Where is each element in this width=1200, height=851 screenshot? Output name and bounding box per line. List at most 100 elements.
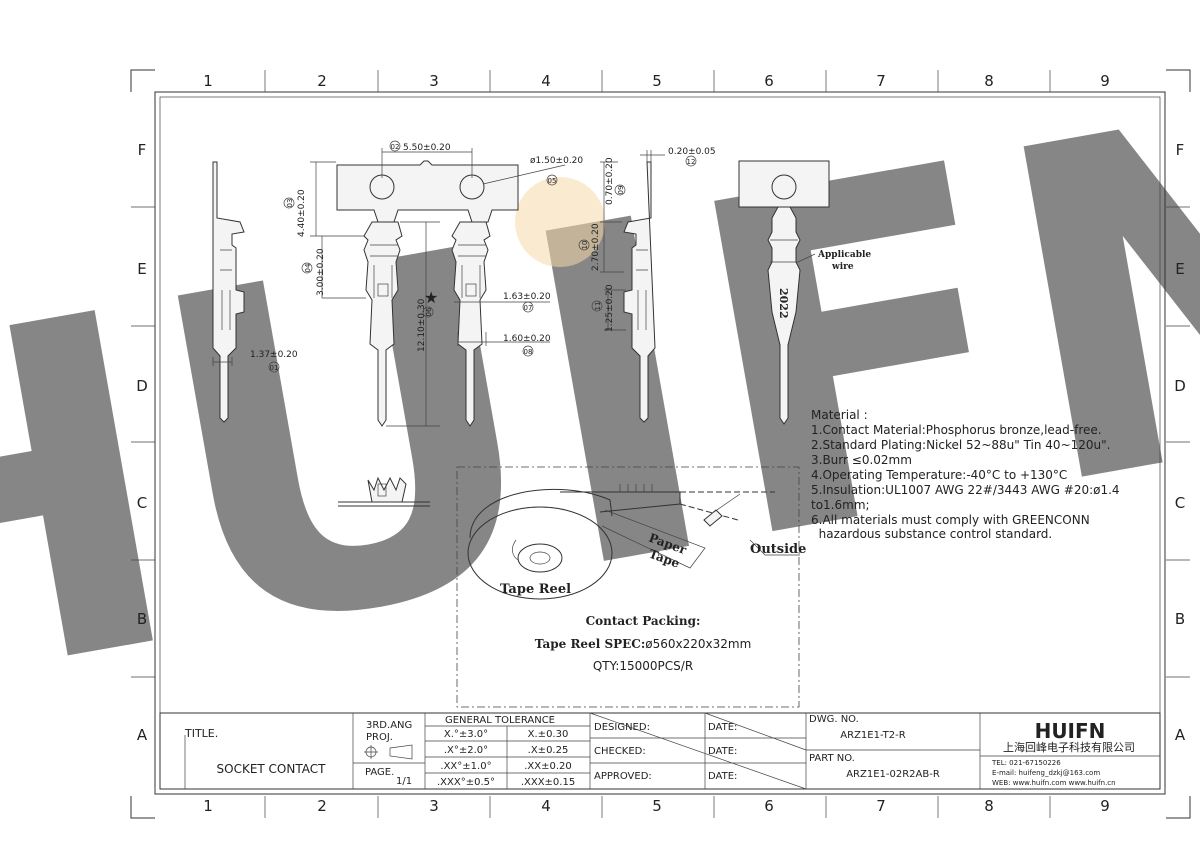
row-label: E [137,260,146,278]
col-label: 5 [652,72,662,90]
packing-title: Contact Packing: [586,614,701,628]
dim-text: 1.25±0.20 [605,284,615,332]
wire-label: wire [831,262,854,272]
col-label: 5 [652,797,662,815]
row-label: E [1175,260,1184,278]
col-label: 3 [429,72,439,90]
col-label: 3 [429,797,439,815]
packing-box: Tape Reel Paper Tape Outside Contact Pac… [456,466,806,708]
col-label: 7 [876,797,886,815]
balloon: 01 [270,364,279,372]
row-label: B [1175,610,1185,628]
balloon: 08 [524,348,533,356]
page-label: PAGE. [365,767,394,778]
balloon: 07 [524,304,533,312]
dim-text: 1.60±0.20 [503,334,551,344]
col-label: 6 [764,797,774,815]
spec-value: ø560x220x32mm [645,637,751,651]
packing-spec: Tape Reel SPEC:ø560x220x32mm [535,637,752,651]
dimension-4-40: 4.40±0.20 03 [283,161,364,237]
tol-cell: .XXX°±0.5° [437,777,495,788]
watermark-dot [515,177,605,267]
company-tel: TEL: 021-67150226 [991,759,1061,767]
tol-cell: .XXX±0.15 [521,777,575,788]
top-view-small [338,476,430,507]
frame-corners [130,69,1191,819]
page-value: 1/1 [396,776,412,787]
date-label: DATE: [708,746,737,757]
row-label: D [1174,377,1186,395]
dim-text: 2.70±0.20 [591,223,601,271]
material-line: 5.Insulation:UL1007 AWG 22#/3443 AWG #20… [811,483,1120,497]
tol-cell: .XX°±1.0° [440,761,491,772]
tol-cell: X.±0.30 [528,729,569,740]
row-label: F [138,141,147,159]
material-line: 6.All materials must comply with GREENCO… [811,513,1090,527]
dim-text: 1.37±0.20 [250,350,298,360]
side-view-right [623,161,656,423]
col-label: 2 [317,72,327,90]
col-label: 1 [203,72,213,90]
projection-symbol [364,744,413,760]
row-label: C [137,494,147,512]
balloon: 04 [304,263,312,272]
dimension-1-50-hole: ø1.50±0.20 05 [482,156,583,186]
dimension-5-50: 02 5.50±0.20 [381,140,473,178]
row-label: A [137,726,148,744]
company-email: E-mail: huifeng_dzkj@163.com [992,769,1100,777]
part-no-value: ARZ1E1-02R2AB-R [846,769,940,780]
balloon: 10 [581,241,589,250]
material-line: hazardous substance control standard. [811,527,1052,541]
material-heading: Material : [811,408,868,422]
balloon: 03 [286,199,294,208]
row-labels-right: F E D C B A [1174,141,1186,744]
dimension-12-10: 12.10±0.30 06 ★ [386,221,440,427]
dim-text: ø1.50±0.20 [530,156,583,166]
company-logo: HUIFN [1035,719,1106,743]
dimension-1-63: 1.63±0.20 07 [454,292,551,313]
material-line: 1.Contact Material:Phosphorus bronze,lea… [811,423,1102,437]
designed-label: DESIGNED: [594,722,650,733]
balloon: 12 [687,158,696,166]
applicable-label: Applicable [817,250,871,260]
dimension-2-70: 2.70±0.20 10 [578,222,624,273]
col-label: 8 [984,797,994,815]
column-labels-top: 1 2 3 4 5 6 7 8 9 [203,72,1110,90]
balloon: 02 [391,143,400,151]
tol-cell: .XX±0.20 [524,761,572,772]
material-line: 3.Burr ≤0.02mm [811,453,912,467]
row-label: D [136,377,148,395]
grid-ticks [131,70,1190,818]
material-line: 4.Operating Temperature:-40°C to +130°C [811,468,1067,482]
checked-label: CHECKED: [594,746,646,757]
col-label: 9 [1100,72,1110,90]
watermark-text: HUIFN [0,0,1200,807]
col-label: 4 [541,797,551,815]
balloon: 09 [617,186,625,195]
dimension-1-25: 1.25±0.20 11 [591,284,626,332]
material-line: to1.6mm; [811,498,870,512]
row-label: B [137,610,147,628]
dim-text: 4.40±0.20 [297,189,307,237]
part-no-label: PART NO. [809,753,855,764]
material-notes: Material : 1.Contact Material:Phosphorus… [811,408,1120,541]
dimension-1-60: 1.60±0.20 08 [457,332,551,357]
title-block: TITLE. SOCKET CONTACT 3RD.ANG PROJ. PAGE… [159,712,1161,790]
row-label: F [1176,141,1185,159]
dimension-3-00: 3.00±0.20 04 [301,236,366,299]
dwg-no-value: ARZ1E1-T2-R [840,730,905,741]
date-label: DATE: [708,722,737,733]
tol-cell: .X±0.25 [528,745,569,756]
dim-text: 5.50±0.20 [403,143,451,153]
col-label: 6 [764,72,774,90]
col-label: 8 [984,72,994,90]
side-view-left [212,161,245,423]
approved-label: APPROVED: [594,771,652,782]
col-label: 4 [541,72,551,90]
spec-label: Tape Reel SPEC: [535,637,646,651]
balloon: 11 [594,302,602,311]
company-name: 上海回峰电子科技有限公司 [1003,740,1135,754]
title-value: SOCKET CONTACT [217,762,327,776]
col-label: 9 [1100,797,1110,815]
